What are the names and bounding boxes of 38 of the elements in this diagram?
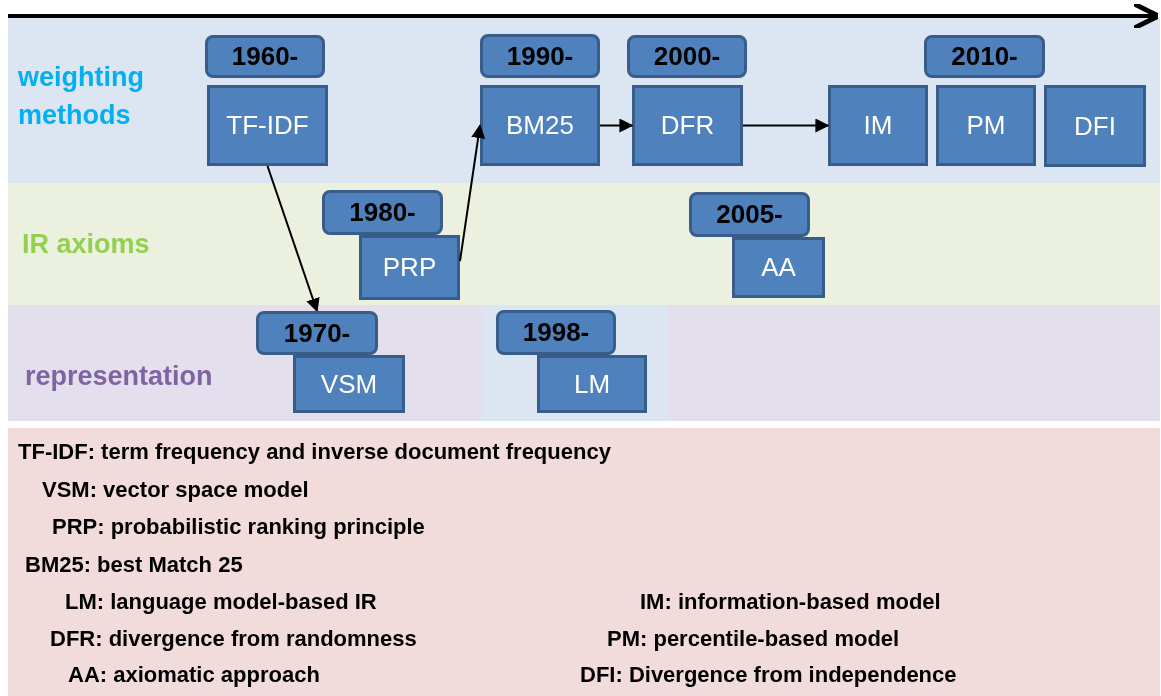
definition-text: DFI: Divergence from independence (580, 661, 957, 689)
category-band (8, 18, 1160, 183)
arrow (742, 118, 830, 133)
arrow (266, 165, 320, 313)
year-tag: 1990- (480, 34, 600, 78)
definition-text: PRP: probabilistic ranking principle (52, 513, 425, 541)
year-tag: 1998- (496, 310, 616, 355)
arrow (599, 118, 634, 133)
band-label: IR axioms (22, 228, 151, 261)
category-band (8, 305, 1160, 421)
year-tag: 1970- (256, 311, 378, 355)
method-box: TF-IDF (207, 85, 328, 166)
year-tag: 1960- (205, 35, 325, 78)
method-box: AA (732, 237, 825, 298)
definition-text: LM: language model-based IR (65, 588, 377, 616)
band-label: representation (25, 360, 214, 393)
definition-text: DFR: divergence from randomness (50, 625, 417, 653)
method-box: DFR (632, 85, 743, 166)
year-tag: 1980- (322, 190, 443, 235)
method-box: DFI (1044, 85, 1146, 167)
definition-text: IM: information-based model (640, 588, 941, 616)
definition-text: VSM: vector space model (42, 476, 309, 504)
arrow (459, 124, 486, 262)
method-box: IM (828, 85, 928, 166)
band-label: weighting methods (18, 61, 145, 132)
method-box: BM25 (480, 85, 600, 166)
method-box: LM (537, 355, 647, 413)
category-band (8, 183, 1160, 305)
method-box: VSM (293, 355, 405, 413)
year-tag: 2010- (924, 35, 1045, 78)
year-tag: 2005- (689, 192, 810, 237)
method-box: PRP (359, 235, 460, 300)
definition-text: TF-IDF: term frequency and inverse document frequency (18, 438, 611, 466)
definition-text: PM: percentile-based model (607, 625, 900, 653)
method-box: PM (936, 85, 1036, 166)
year-tag: 2000- (627, 35, 747, 78)
definition-text: AA: axiomatic approach (68, 661, 320, 689)
definition-text: BM25: best Match 25 (25, 551, 243, 579)
